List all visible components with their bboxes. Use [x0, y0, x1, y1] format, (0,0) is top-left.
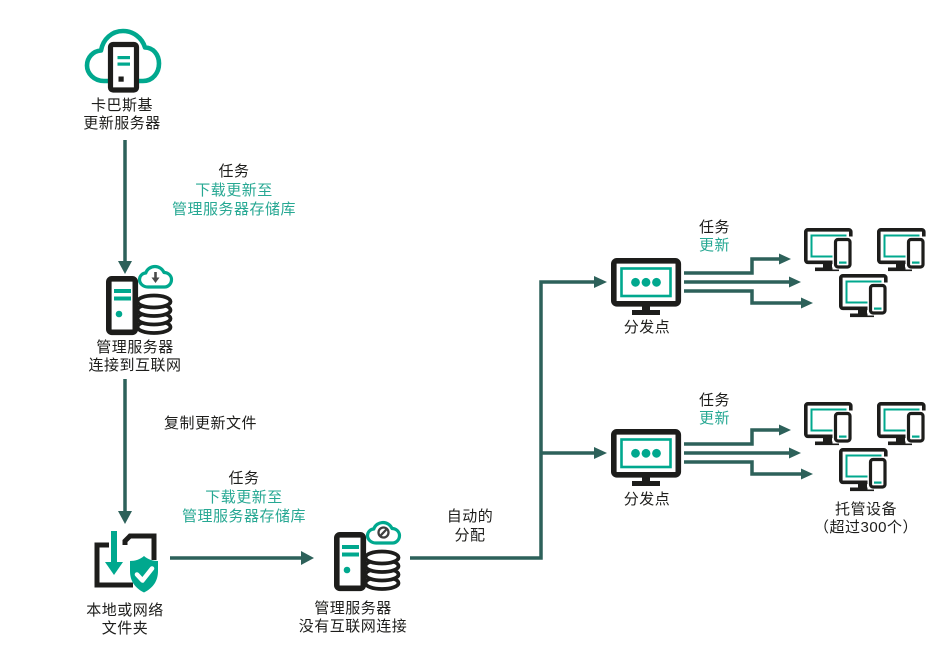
admin-server-online-label-line1: 管理服务器: [96, 339, 174, 356]
managed-device-icon: [803, 401, 856, 447]
task-repository-line: 管理服务器存储库: [181, 508, 306, 525]
copy-files-annotation: 复制更新文件: [133, 414, 288, 433]
task-download-line: 下载更新至: [195, 182, 273, 199]
server-tower-icon: [107, 41, 140, 93]
cloud-icon: [84, 28, 162, 84]
update-label: 更新: [699, 410, 731, 427]
kaspersky-server-label-line1: 卡巴斯基: [90, 97, 153, 114]
admin-server-no-internet-icon: [337, 520, 400, 590]
admin-server-offline-label-line1: 管理服务器: [314, 600, 392, 617]
task-download-top-annotation: 任务 下载更新至 管理服务器存储库: [153, 162, 315, 219]
local-folder-label-line1: 本地或网络: [86, 602, 164, 619]
line-dp-top-arrow3: [684, 289, 801, 305]
auto-distribution-line2: 分配: [454, 527, 486, 544]
admin-server-online-label-line2: 连接到互联网: [88, 357, 182, 374]
task-download-bottom-annotation: 任务 下载更新至 管理服务器存储库: [163, 469, 325, 526]
distribution-point-bottom-label: 分发点: [609, 491, 685, 509]
distribution-point-top-label: 分发点: [609, 319, 685, 337]
local-folder-icon: [94, 531, 158, 593]
managed-devices-label: 托管设备 （超过300个）: [791, 501, 941, 537]
connector-arrowheads: [118, 253, 813, 565]
line-dp-bottom-arrow1: [684, 428, 779, 446]
task-label: 任务: [699, 392, 731, 409]
kaspersky-server-label: 卡巴斯基 更新服务器: [57, 97, 187, 133]
managed-device-icon: [876, 228, 929, 273]
kaspersky-server-label-line2: 更新服务器: [83, 115, 161, 132]
line-dp-bottom-arrow3: [684, 460, 801, 476]
task-repository-line: 管理服务器存储库: [171, 201, 296, 218]
managed-device-icon: [838, 447, 891, 493]
task-update-top-annotation: 任务 更新: [699, 219, 779, 255]
admin-server-online-label: 管理服务器 连接到互联网: [65, 339, 205, 375]
managed-device-icon: [838, 273, 891, 319]
distribution-point-top-icon: [614, 261, 679, 315]
shield-check-icon: [130, 556, 158, 593]
line-offline-server-to-dp-top: [410, 280, 594, 560]
copy-files-text: 复制更新文件: [163, 415, 257, 432]
task-label: 任务: [228, 470, 260, 487]
task-label: 任务: [218, 163, 250, 180]
task-download-line: 下载更新至: [205, 489, 283, 506]
update-label: 更新: [699, 237, 731, 254]
auto-distribution-annotation: 自动的 分配: [425, 507, 515, 545]
line-dp-top-arrow1: [684, 257, 779, 275]
admin-server-internet-icon: [109, 264, 172, 334]
distribution-point-top-label-text: 分发点: [623, 319, 671, 336]
folder-outline-icon: [94, 542, 133, 588]
distribution-point-bottom-label-text: 分发点: [623, 491, 671, 508]
managed-device-icon: [803, 228, 856, 273]
distribution-point-bottom-icon: [614, 432, 679, 486]
managed-device-icon: [876, 401, 929, 447]
connector-lines: [123, 140, 801, 560]
auto-distribution-line1: 自动的: [446, 508, 494, 525]
local-folder-label: 本地或网络 文件夹: [55, 602, 195, 638]
local-folder-label-line2: 文件夹: [101, 620, 149, 637]
admin-server-offline-label: 管理服务器 没有互联网连接: [278, 600, 428, 636]
task-update-bottom-annotation: 任务 更新: [699, 392, 779, 428]
managed-devices-label-line1: 托管设备: [834, 501, 897, 518]
admin-server-offline-label-line2: 没有互联网连接: [298, 618, 408, 635]
managed-devices-label-line2: （超过300个）: [813, 519, 919, 536]
task-label: 任务: [699, 219, 731, 236]
kaspersky-update-server-icon: [84, 28, 162, 93]
folder-tab-icon: [122, 533, 157, 560]
